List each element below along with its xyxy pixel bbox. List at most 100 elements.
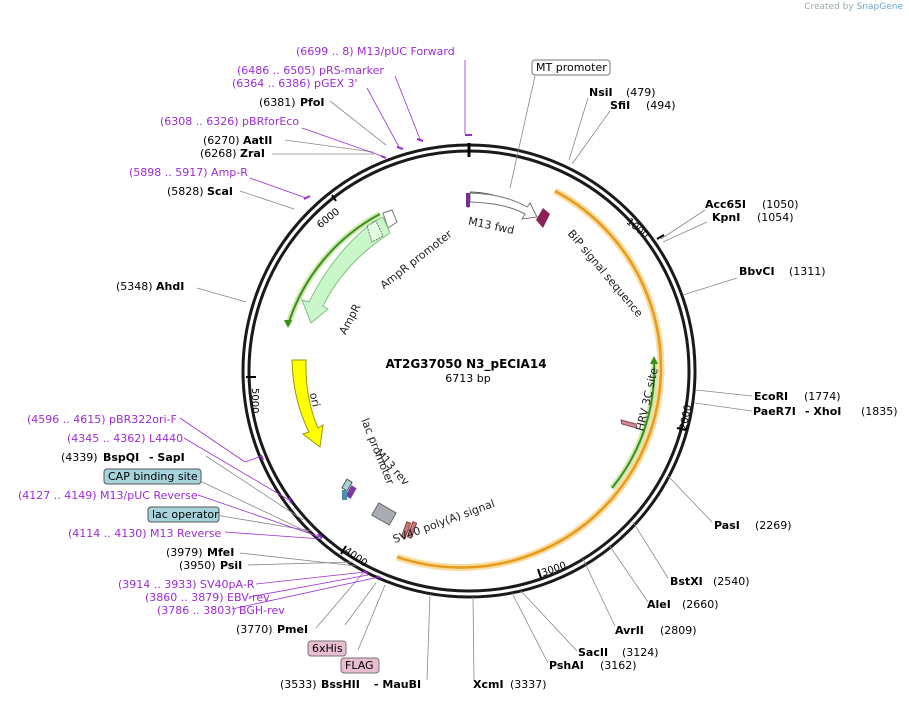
svg-text:(6270): (6270) bbox=[203, 134, 240, 147]
svg-text:(5828): (5828) bbox=[167, 185, 204, 198]
site-acc65i[interactable]: Acc65I(1050) bbox=[705, 198, 799, 211]
primer-m13-reverse[interactable]: (4114 .. 4130) M13 Reverse bbox=[68, 527, 221, 540]
svg-text:MT promoter: MT promoter bbox=[536, 61, 607, 74]
svg-text:CAP binding site: CAP binding site bbox=[108, 470, 198, 483]
site-pfoi[interactable]: (6381) PfoI bbox=[259, 96, 325, 109]
site-bstxi[interactable]: BstXI(2540) bbox=[670, 575, 750, 588]
primer-sv40-tick bbox=[363, 570, 369, 575]
svg-text:(3533): (3533) bbox=[280, 678, 317, 691]
site-mfei[interactable]: (3979)MfeI bbox=[166, 546, 234, 559]
svg-text:PaeR7I: PaeR7I bbox=[753, 405, 796, 418]
primer-amp-r[interactable]: (5898 .. 5917) Amp-R bbox=[129, 166, 248, 179]
svg-text:BspQI: BspQI bbox=[103, 451, 139, 464]
boxed-flag[interactable]: FLAG bbox=[340, 657, 380, 674]
site-ahdi[interactable]: (5348)AhdI bbox=[116, 280, 184, 293]
svg-text:(6268): (6268) bbox=[200, 147, 237, 160]
site-kpni[interactable]: KpnI(1054) bbox=[712, 211, 794, 224]
plasmid-name: AT2G37050 N3_pECIA14 bbox=[385, 357, 546, 372]
svg-text:AatII: AatII bbox=[243, 134, 272, 147]
primer-pbrforeco[interactable]: (6308 .. 6326) pBRforEco bbox=[160, 115, 299, 128]
plasmid-length: 6713 bp bbox=[445, 372, 490, 385]
site-sacii[interactable]: SacII (3124) bbox=[578, 646, 659, 659]
ampr-arrow bbox=[301, 216, 391, 324]
svg-text:SacII: SacII bbox=[578, 646, 608, 659]
primer-l4440[interactable]: (4345 .. 4362) L4440 bbox=[67, 432, 183, 445]
svg-text:PshAI: PshAI bbox=[549, 659, 584, 672]
m13-fwd-arrow bbox=[469, 192, 538, 220]
svg-text:(1311): (1311) bbox=[789, 265, 826, 278]
svg-text:(6381): (6381) bbox=[259, 96, 296, 109]
boxed-mt-promoter[interactable]: MT promoter bbox=[531, 59, 611, 76]
feature-ampr-promoter: AmpR promoter bbox=[378, 227, 455, 291]
ampr-promoter-arrow bbox=[382, 209, 398, 229]
boxed-lac-operator[interactable]: lac operator bbox=[147, 506, 220, 523]
svg-text:(1050): (1050) bbox=[762, 198, 799, 211]
primer-leader-lines bbox=[179, 60, 466, 610]
lac-operator-marker bbox=[342, 490, 347, 500]
svg-text:PasI: PasI bbox=[714, 519, 740, 532]
svg-text:PfoI: PfoI bbox=[300, 96, 325, 109]
site-nsii[interactable]: NsiI(479) bbox=[589, 86, 656, 99]
svg-text:(3979): (3979) bbox=[166, 546, 203, 559]
primer-m13-puc-reverse[interactable]: (4127 .. 4149) M13/pUC Reverse bbox=[18, 489, 198, 502]
primer-m13pucrev-tick bbox=[317, 533, 323, 539]
primer-m13-puc-forward[interactable]: (6699 .. 8) M13/pUC Forward bbox=[296, 45, 455, 58]
svg-text:XcmI: XcmI bbox=[473, 678, 504, 691]
ampr-cds-arrow bbox=[287, 213, 381, 326]
svg-text:- MauBI: - MauBI bbox=[374, 678, 421, 691]
svg-text:ZraI: ZraI bbox=[240, 147, 265, 160]
primer-sv40pa-r[interactable]: (3914 .. 3933) SV40pA-R bbox=[118, 578, 255, 591]
site-bbvci[interactable]: BbvCI(1311) bbox=[739, 265, 826, 278]
tick-5000: 5000 bbox=[246, 376, 260, 413]
site-pshai[interactable]: PshAI(3162) bbox=[549, 659, 637, 672]
primer-bgh-rev[interactable]: (3786 .. 3803) BGH-rev bbox=[157, 604, 285, 617]
snapgene-credit: Created by SnapGene bbox=[804, 2, 903, 12]
site-aatii[interactable]: (6270)AatII bbox=[203, 134, 272, 147]
tick-1000: 1000 bbox=[624, 216, 665, 241]
svg-text:(3124): (3124) bbox=[622, 646, 659, 659]
site-bsshii-maubi[interactable]: (3533)BssHII- MauBI bbox=[280, 678, 421, 691]
site-ecori[interactable]: EcoRI(1774) bbox=[754, 390, 841, 403]
svg-text:AleI: AleI bbox=[647, 598, 671, 611]
site-alei[interactable]: AleI(2660) bbox=[647, 598, 719, 611]
6xhis-marker bbox=[400, 521, 412, 539]
primer-ebv-rev[interactable]: (3860 .. 3879) EBV-rev bbox=[145, 591, 270, 604]
primer-pgex-tick bbox=[396, 146, 404, 150]
site-scai[interactable]: (5828)ScaI bbox=[167, 185, 233, 198]
svg-text:(479): (479) bbox=[626, 86, 656, 99]
bip-signal-marker bbox=[536, 208, 550, 228]
site-paer7i-xhoi[interactable]: PaeR7I- XhoI(1835) bbox=[753, 405, 898, 418]
hrv-3c-marker bbox=[620, 419, 638, 429]
site-pmei[interactable]: (3770)PmeI bbox=[236, 623, 308, 636]
ampr-cds-arrowhead bbox=[284, 320, 292, 328]
credit-prefix: Created by bbox=[804, 2, 854, 12]
snapgene-brand: SnapGene bbox=[856, 2, 903, 12]
svg-text:(1774): (1774) bbox=[804, 390, 841, 403]
feature-ori: ori bbox=[307, 391, 323, 408]
svg-text:6xHis: 6xHis bbox=[312, 642, 343, 655]
leader-lines bbox=[196, 75, 753, 681]
svg-text:(494): (494) bbox=[646, 99, 676, 112]
primer-prs-marker[interactable]: (6486 .. 6505) pRS-marker bbox=[237, 64, 384, 77]
svg-text:AvrII: AvrII bbox=[615, 624, 644, 637]
primer-ampr-tick bbox=[303, 195, 311, 200]
svg-text:AhdI: AhdI bbox=[156, 280, 184, 293]
svg-text:PmeI: PmeI bbox=[277, 623, 308, 636]
primer-pbr322ori-f[interactable]: (4596 .. 4615) pBR322ori-F bbox=[27, 413, 177, 426]
site-xcmi[interactable]: XcmI(3337) bbox=[473, 678, 547, 691]
sv40-polya-box bbox=[371, 502, 397, 526]
backbone-outer-ring bbox=[241, 143, 697, 599]
svg-text:PsiI: PsiI bbox=[220, 559, 242, 572]
site-psii[interactable]: (3950)PsiI bbox=[179, 559, 242, 572]
boxed-cap-binding-site[interactable]: CAP binding site bbox=[103, 468, 202, 485]
svg-text:BstXI: BstXI bbox=[670, 575, 703, 588]
site-pasi[interactable]: PasI(2269) bbox=[714, 519, 792, 532]
site-bspqi-sapi[interactable]: (4339)BspQI- SapI bbox=[61, 451, 185, 464]
flag-marker bbox=[406, 521, 418, 539]
site-zrai[interactable]: (6268)ZraI bbox=[200, 147, 265, 160]
svg-text:KpnI: KpnI bbox=[712, 211, 740, 224]
primer-pgex-3[interactable]: (6364 .. 6386) pGEX 3' bbox=[232, 77, 358, 90]
boxed-6xhis[interactable]: 6xHis bbox=[307, 640, 347, 657]
site-sfii[interactable]: SfiI(494) bbox=[610, 99, 676, 112]
site-avrii[interactable]: AvrII(2809) bbox=[615, 624, 697, 637]
